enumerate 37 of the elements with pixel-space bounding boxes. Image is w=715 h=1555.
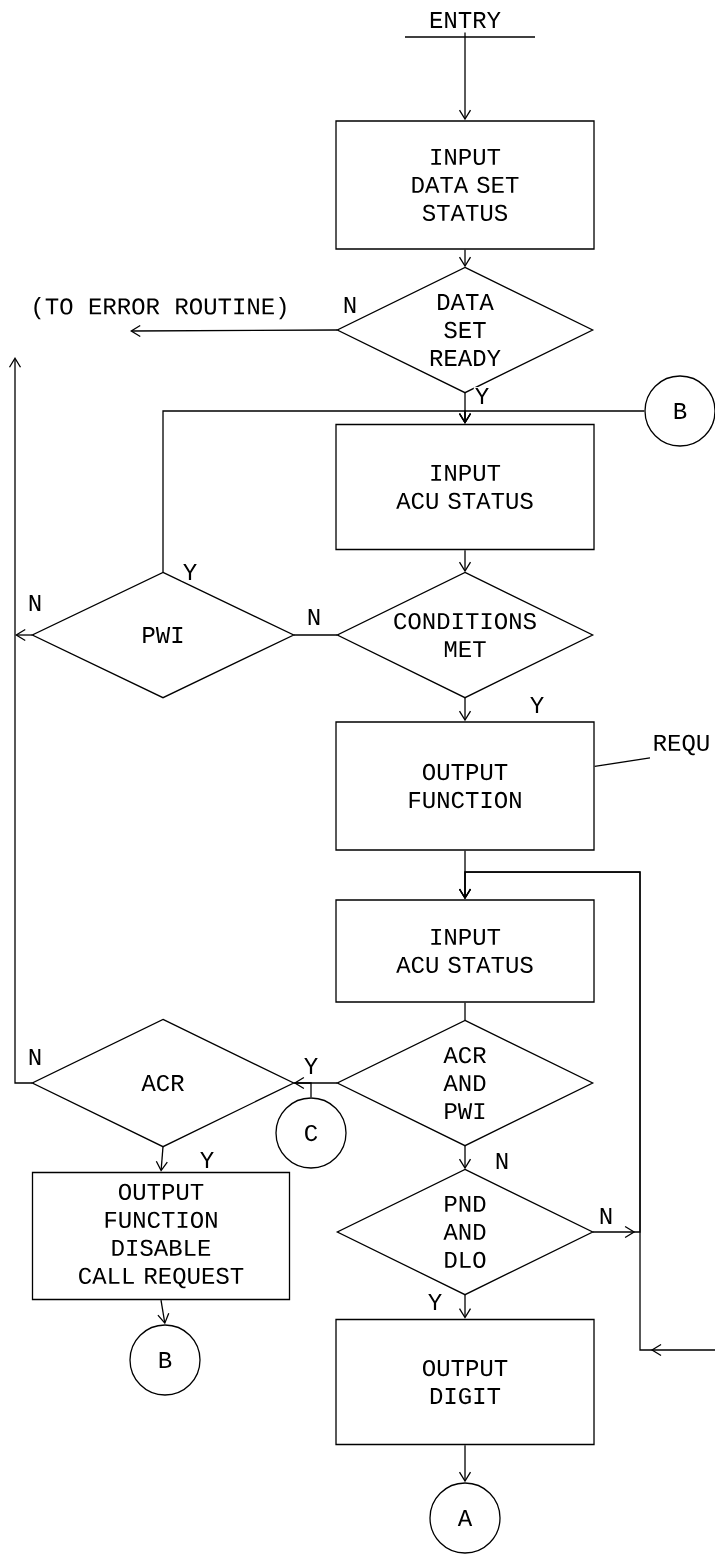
edge-label: Y: [198, 1151, 216, 1169]
edge-label: N: [493, 1152, 511, 1170]
arrow: [130, 324, 338, 338]
edge-label: Y: [302, 1057, 320, 1075]
arrow: [458, 1444, 472, 1483]
arrow: [458, 249, 472, 268]
process-box: OUTPUT DIGIT: [335, 1318, 595, 1446]
edge-label: Y: [181, 563, 199, 581]
exit-label: (TO ERROR ROUTINE): [34, 296, 286, 320]
arrow: [8, 357, 33, 1084]
connector-line: [464, 1002, 466, 1021]
arrow: [162, 410, 472, 573]
edge-label: N: [305, 608, 323, 626]
arrow: [155, 1146, 168, 1172]
arrow: [293, 1076, 312, 1098]
edge-label: Y: [473, 387, 491, 405]
note-text: REQU: [654, 734, 709, 756]
arrow: [15, 628, 33, 642]
process-box: OUTPUT FUNCTION DISABLE CALL REQUEST: [31, 1171, 291, 1301]
edge-label: N: [597, 1207, 615, 1225]
arrow: [458, 1145, 472, 1170]
edge-label: Y: [426, 1293, 444, 1311]
process-box: INPUT DATA SET STATUS: [335, 120, 595, 250]
process-box: INPUT ACU STATUS: [335, 899, 595, 1003]
process-box: OUTPUT FUNCTION: [335, 721, 595, 851]
arrow: [157, 1299, 170, 1325]
edge-label: N: [341, 296, 359, 314]
arrow: [458, 31, 472, 121]
entry-label: ENTRY: [404, 12, 536, 38]
edge-label: Y: [528, 696, 546, 714]
arrow: [458, 549, 472, 573]
arrow: [458, 1294, 472, 1319]
process-box: INPUT ACU STATUS: [335, 423, 595, 551]
arrow: [458, 871, 715, 1357]
arrow: [458, 697, 472, 722]
connector-line: [293, 634, 338, 636]
leader-line: [594, 757, 651, 767]
